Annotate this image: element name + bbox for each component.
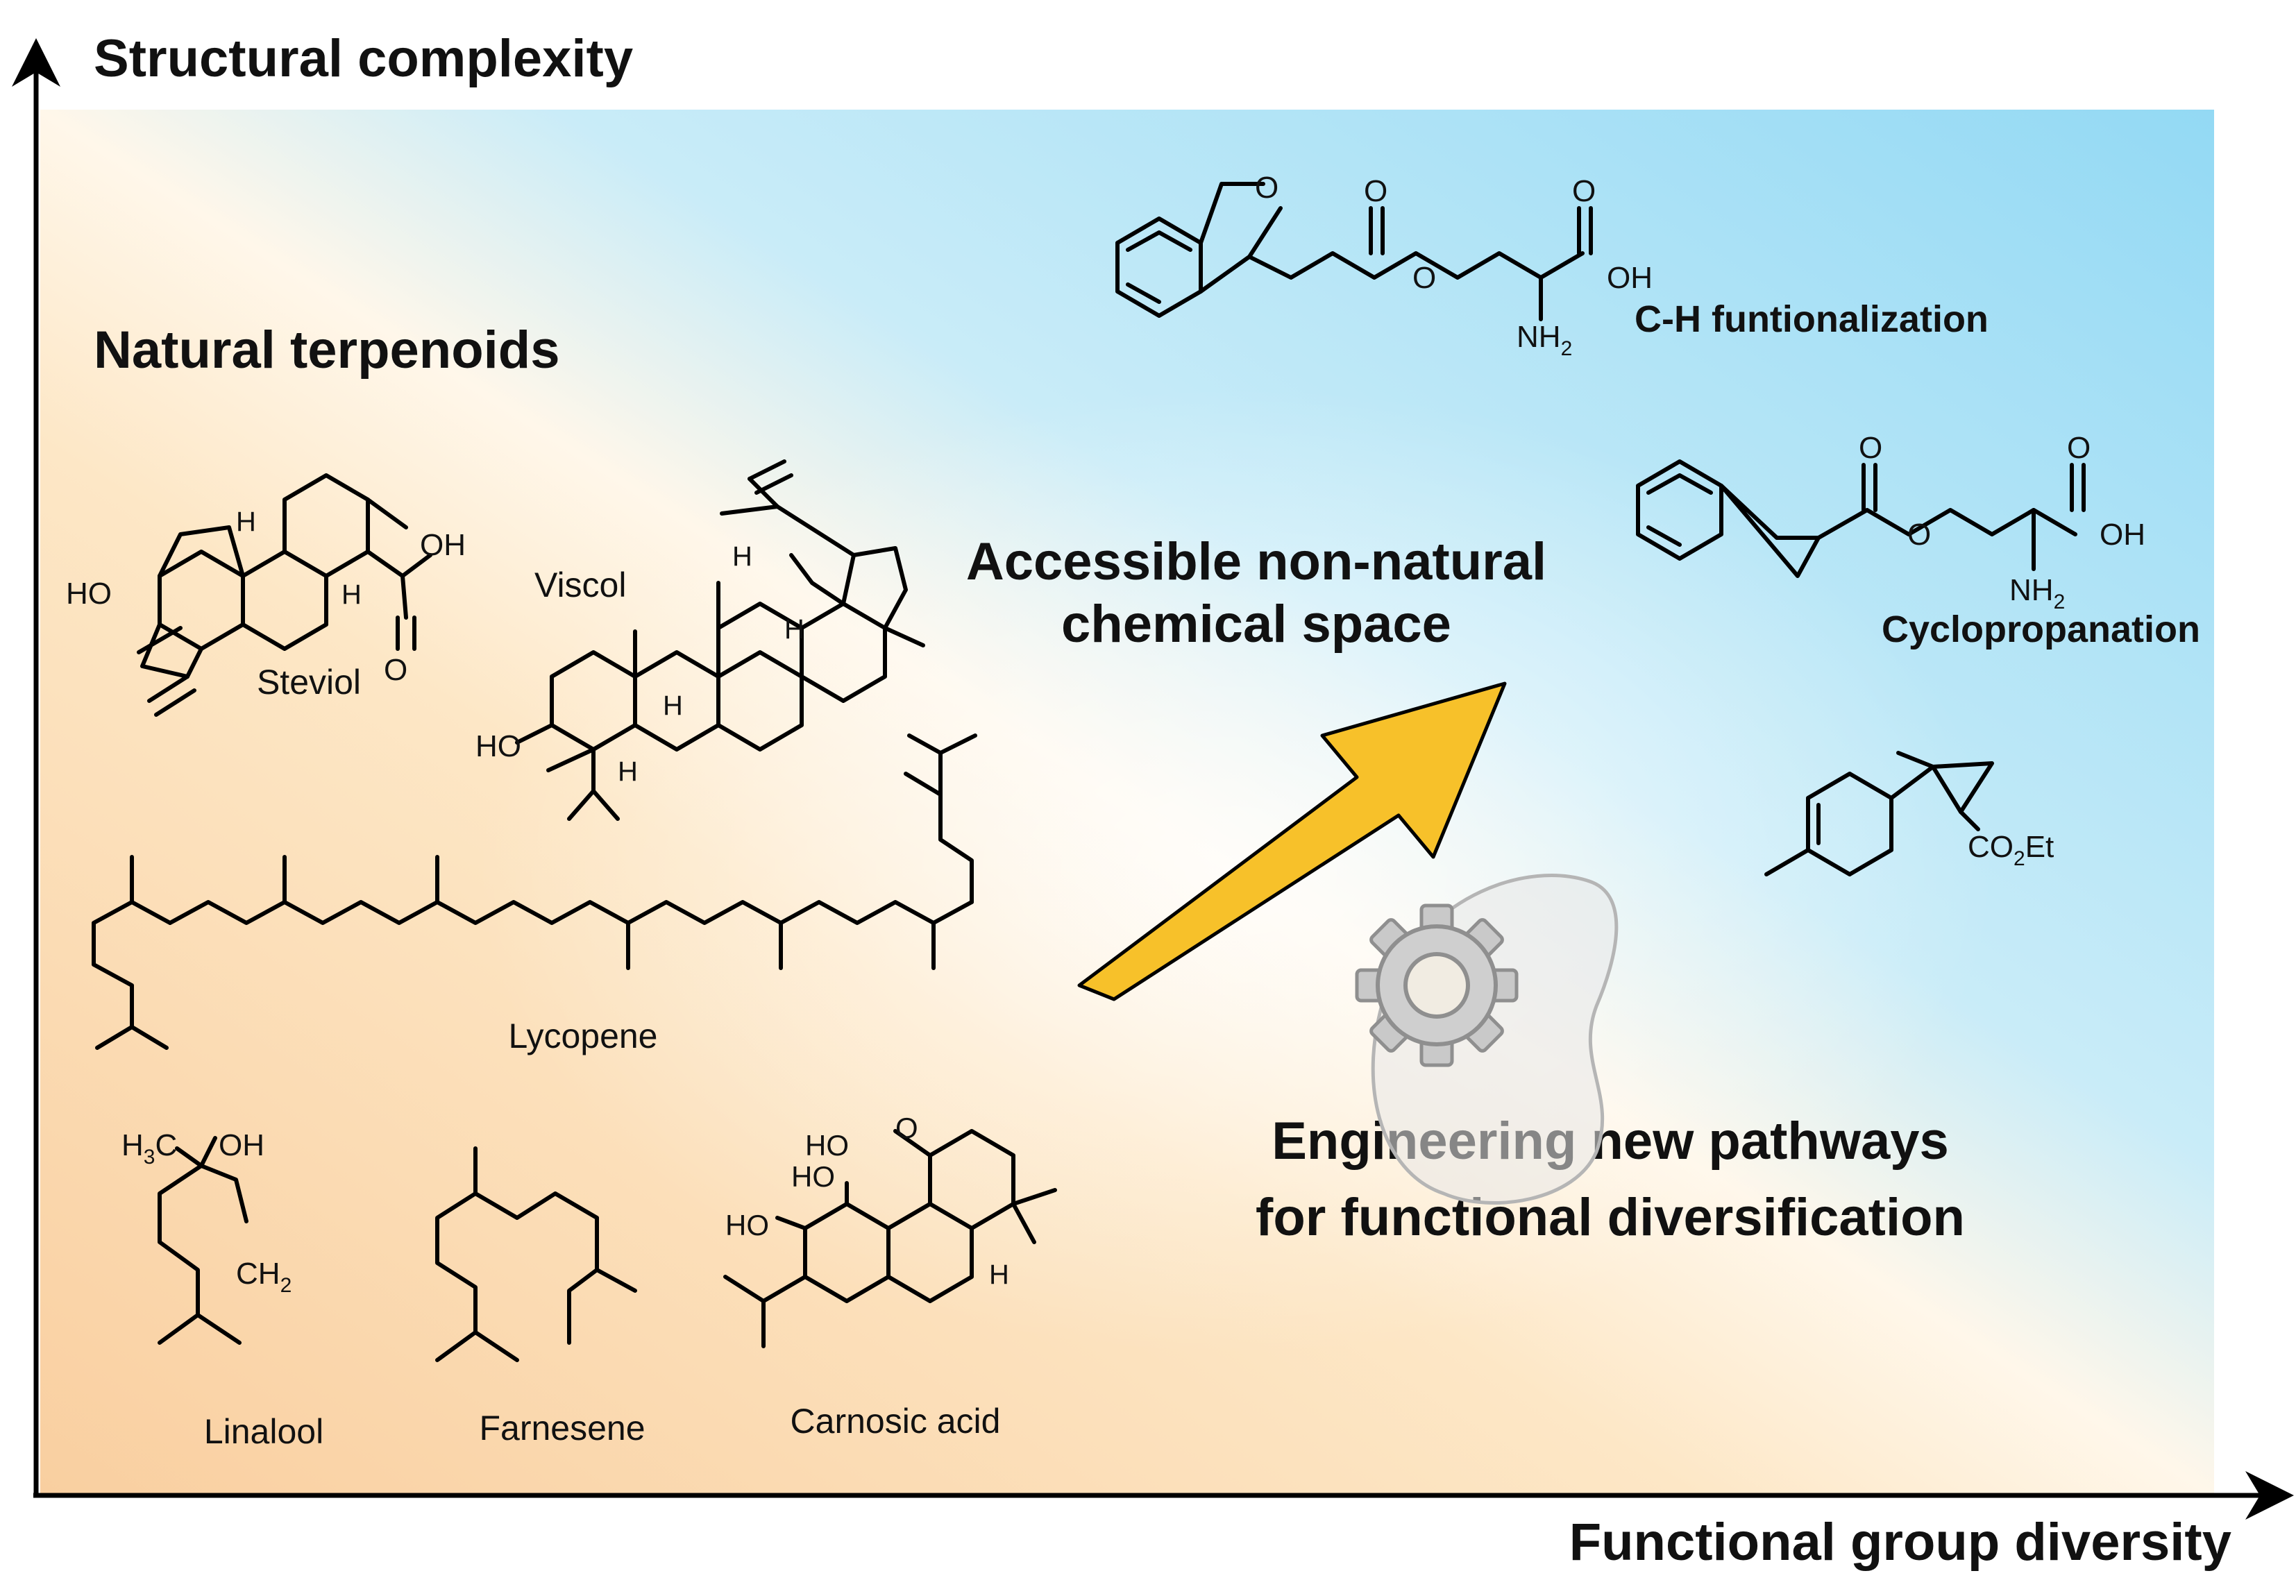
steviol-ho-label: HO: [66, 577, 112, 611]
ch-functionalization-structure: [1115, 182, 1593, 321]
linalool-name: Linalool: [204, 1412, 323, 1451]
lycopene-structure: [92, 733, 977, 1050]
carnosic-acid-name: Carnosic acid: [791, 1402, 1001, 1441]
ch-functionalization-label: C-H funtionalization: [1635, 298, 1989, 340]
ch-oh-label: OH: [1607, 261, 1653, 295]
engineering-line1: Engineering new pathways: [1272, 1112, 1949, 1171]
accessible-space-line1: Accessible non-natural: [966, 532, 1546, 591]
viscol-ho-label: HO: [475, 729, 521, 763]
linalool-oh-label: OH: [219, 1128, 264, 1162]
y-axis-label: Structural complexity: [94, 29, 633, 88]
carnosic-ho-label-2: HO: [791, 1160, 835, 1193]
engineering-line2: for functional diversification: [1256, 1188, 1965, 1247]
cp-oh-label: OH: [2100, 518, 2145, 552]
ch-nh2-label: NH2: [1517, 320, 1572, 360]
steviol-h2: H: [341, 579, 362, 610]
viscol-h4: H: [618, 756, 638, 787]
cp-acid-o-label: O: [2067, 431, 2091, 465]
gear-icon: [1355, 903, 1519, 1067]
diagonal-arrow-icon: [1077, 681, 1507, 1001]
x-axis-label: Functional group diversity: [1569, 1513, 2231, 1572]
steviol-name: Steviol: [257, 663, 361, 702]
linalool-structure: [158, 1136, 248, 1345]
viscol-h2: H: [784, 614, 804, 645]
ch-ring-o-label: O: [1255, 171, 1278, 205]
carnosic-o-label: O: [895, 1112, 918, 1144]
viscol-h1: H: [732, 541, 752, 572]
viscol-h3: H: [663, 690, 683, 721]
cyclopropyl-ester-structure: [1764, 751, 1994, 876]
farnesene-structure: [435, 1146, 637, 1362]
natural-terpenoids-title: Natural terpenoids: [94, 321, 559, 380]
viscol-name: Viscol: [534, 566, 626, 604]
carnosic-h-label: H: [989, 1259, 1009, 1290]
cyclopropanation-structure: [1636, 459, 2086, 578]
lycopene-name: Lycopene: [509, 1017, 658, 1055]
steviol-h1: H: [236, 507, 256, 537]
cp-nh2-label: NH2: [2009, 573, 2065, 613]
carnosic-acid-structure: [723, 1129, 1057, 1348]
steviol-oh-label: OH: [420, 528, 466, 562]
carnosic-ho-label-1: HO: [805, 1129, 849, 1162]
accessible-space-line2: chemical space: [1061, 595, 1451, 654]
viscol-structure: [515, 459, 925, 821]
cp-carbonyl-o-label: O: [1859, 431, 1882, 465]
cp-ester-o-label: O: [1907, 518, 1931, 552]
background-glow: [40, 110, 2214, 1494]
farnesene-name: Farnesene: [479, 1409, 645, 1448]
axes: Structural complexity Functional group d…: [12, 29, 2294, 1572]
cyclopropanation-label: Cyclopropanation: [1882, 609, 2200, 650]
linalool-h3c-label: H3C: [121, 1128, 177, 1169]
carnosic-ho-label-3: HO: [725, 1209, 769, 1241]
ester-co2et-label: CO2Et: [1968, 830, 2054, 870]
ch-ester-o-label: O: [1412, 261, 1436, 295]
ch-carbonyl-o-label: O: [1364, 174, 1387, 208]
ch-acid-o-label: O: [1572, 174, 1596, 208]
linalool-ch2-label: CH2: [236, 1257, 292, 1297]
steviol-o-label: O: [384, 653, 407, 687]
steviol-structure: [137, 473, 432, 717]
